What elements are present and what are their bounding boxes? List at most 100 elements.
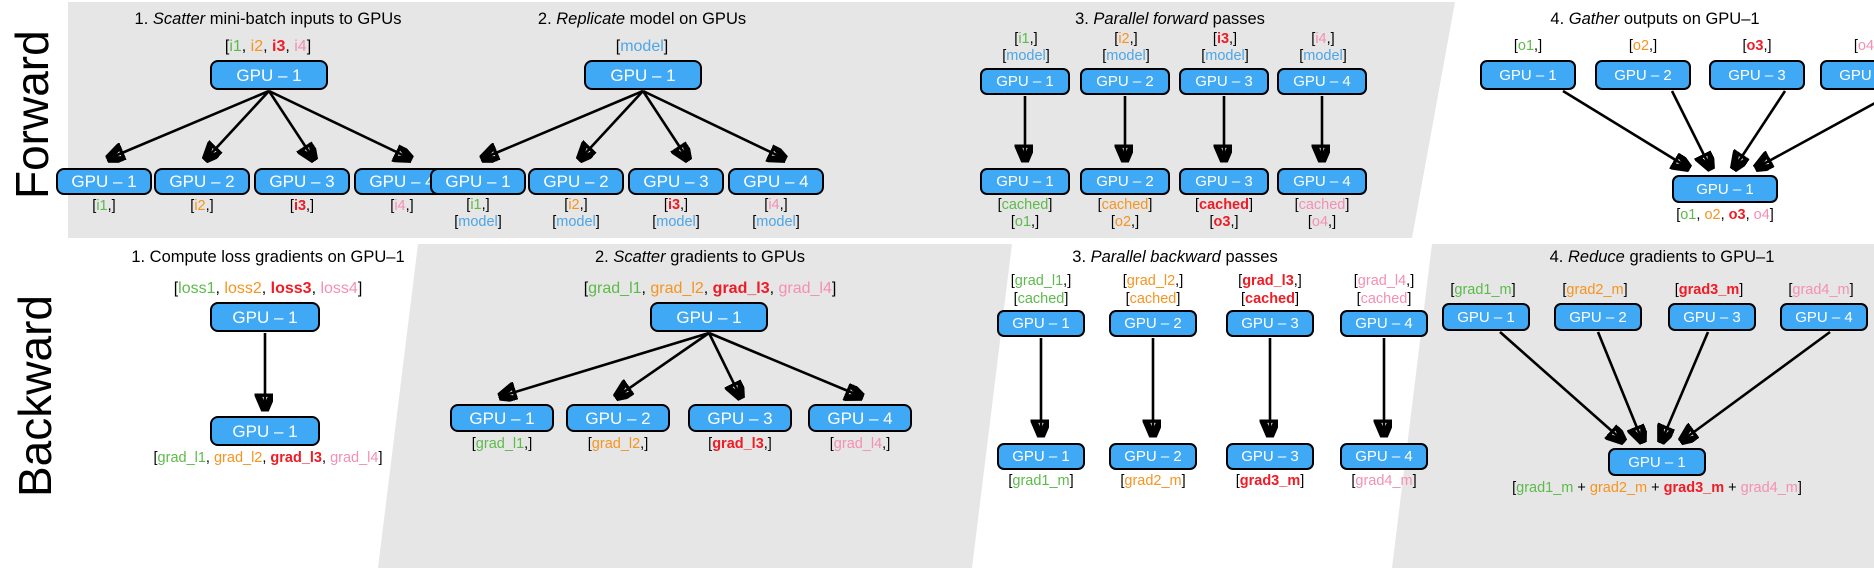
backward-p3-out-2: [grad2_m] <box>1120 473 1186 489</box>
forward-p1-source-gpu[interactable]: GPU – 1 <box>210 60 328 90</box>
forward-p4-gather-gpu[interactable]: GPU – 1 <box>1672 175 1778 203</box>
backward-p2-tag-3: [grad_l3,] <box>708 436 772 452</box>
forward-p1-gpu-2[interactable]: GPU – 2 <box>154 168 250 195</box>
forward-p3-model-2: [model] <box>1102 48 1150 64</box>
forward-p3-model-3: [model] <box>1201 48 1249 64</box>
forward-panel-3: 3. Parallel forward passes [i1,] [i2,] [… <box>980 0 1400 240</box>
backward-p3-out-3: [grad3_m] <box>1235 473 1305 489</box>
backward-p3-bot-gpu-3[interactable]: GPU – 3 <box>1226 443 1314 470</box>
forward-p3-top-gpu-3[interactable]: GPU – 3 <box>1179 68 1269 95</box>
forward-p4-gpu-4[interactable]: GPU – 4 <box>1820 60 1874 90</box>
forward-p3-top-gpu-4[interactable]: GPU – 4 <box>1277 68 1367 95</box>
backward-p3-bot-gpu-1[interactable]: GPU – 1 <box>997 443 1085 470</box>
backward-p4-gpu-2[interactable]: GPU – 2 <box>1554 303 1642 331</box>
forward-p2-model-2: [model] <box>552 214 600 230</box>
forward-p2-gpu-2[interactable]: GPU – 2 <box>528 168 624 195</box>
backward-p3-top-gpu-2[interactable]: GPU – 2 <box>1109 310 1197 337</box>
forward-p3-cached-4: [cached] <box>1294 197 1350 213</box>
forward-panel-1: 1. Scatter mini-batch inputs to GPUs [i1… <box>56 0 468 240</box>
backward-p3-top-gpu-3[interactable]: GPU – 3 <box>1226 310 1314 337</box>
backward-p3-bot-gpu-4[interactable]: GPU – 4 <box>1340 443 1428 470</box>
forward-p2-model-tag: [model] <box>615 38 669 55</box>
forward-p3-cached-2: [cached] <box>1097 197 1153 213</box>
backward-p2-gpu-2[interactable]: GPU – 2 <box>566 404 670 432</box>
forward-p3-model-4: [model] <box>1299 48 1347 64</box>
backward-p2-tag-2: [grad_l2,] <box>587 436 649 452</box>
forward-p3-in-1: [i1,] <box>1014 31 1038 47</box>
forward-p3-out-2: [o2,] <box>1110 214 1140 230</box>
forward-p3-bot-gpu-2[interactable]: GPU – 2 <box>1080 168 1170 195</box>
backward-panel-2-title: 2. Scatter gradients to GPUs <box>594 248 806 266</box>
forward-p4-gpu-3[interactable]: GPU – 3 <box>1709 60 1805 90</box>
forward-p4-gpu-1[interactable]: GPU – 1 <box>1480 60 1576 90</box>
forward-p2-model-4: [model] <box>752 214 800 230</box>
backward-p2-gpu-4[interactable]: GPU – 4 <box>808 404 912 432</box>
forward-p4-out-2: [o2,] <box>1628 38 1658 54</box>
forward-p3-bot-gpu-4[interactable]: GPU – 4 <box>1277 168 1367 195</box>
forward-p4-out-1: [o1,] <box>1513 38 1543 54</box>
forward-p2-gpu-3[interactable]: GPU – 3 <box>628 168 724 195</box>
forward-p4-out-3: [o3,] <box>1742 38 1772 54</box>
forward-panel-3-title: 3. Parallel forward passes <box>1075 10 1265 28</box>
backward-p3-grad-4: [grad_l4,] <box>1353 273 1415 289</box>
forward-p3-cached-3: [cached] <box>1194 197 1254 213</box>
backward-p4-grad-4: [grad4_m] <box>1788 282 1854 298</box>
forward-p3-out-1: [o1,] <box>1010 214 1040 230</box>
forward-p2-gpu-1[interactable]: GPU – 1 <box>430 168 526 195</box>
backward-panel-3: 3. Parallel backward passes [grad_l1,] [… <box>985 240 1428 570</box>
backward-panel-1: 1. Compute loss gradients on GPU–1 [loss… <box>68 240 468 570</box>
forward-p1-gpu-3[interactable]: GPU – 3 <box>254 168 350 195</box>
forward-p3-out-4: [o4,] <box>1307 214 1337 230</box>
backward-p4-gpu-1[interactable]: GPU – 1 <box>1442 303 1530 331</box>
backward-panel-1-title: 1. Compute loss gradients on GPU–1 <box>131 248 405 266</box>
backward-p4-reduce-gpu[interactable]: GPU – 1 <box>1608 448 1706 476</box>
forward-p2-model-1: [model] <box>454 214 502 230</box>
backward-p3-cached-3: [cached] <box>1240 291 1300 307</box>
forward-panel-2: 2. Replicate model on GPUs [model] GPU –… <box>430 0 852 240</box>
backward-p4-grad-3: [grad3_m] <box>1674 282 1744 298</box>
forward-p1-gpu-1[interactable]: GPU – 1 <box>56 168 152 195</box>
forward-p2-source-gpu[interactable]: GPU – 1 <box>584 60 702 90</box>
forward-p2-gpu-4[interactable]: GPU – 4 <box>728 168 824 195</box>
backward-p3-cached-4: [cached] <box>1356 291 1412 307</box>
forward-p4-arrows <box>1562 89 1874 240</box>
forward-p3-model-1: [model] <box>1002 48 1050 64</box>
forward-p3-in-2: [i2,] <box>1114 31 1138 47</box>
forward-p2-tag-4: [i4,] <box>764 197 788 213</box>
backward-p2-grad-list: [grad_l1, grad_l2, grad_l3, grad_l4] <box>583 280 837 297</box>
forward-panel-1-title: 1. Scatter mini-batch inputs to GPUs <box>134 10 402 28</box>
forward-p3-bot-gpu-1[interactable]: GPU – 1 <box>980 168 1070 195</box>
backward-p1-top-gpu[interactable]: GPU – 1 <box>210 302 320 332</box>
forward-p3-in-4: [i4,] <box>1311 31 1335 47</box>
forward-p3-bot-gpu-3[interactable]: GPU – 3 <box>1179 168 1269 195</box>
backward-p2-gpu-1[interactable]: GPU – 1 <box>450 404 554 432</box>
forward-panel-4-title: 4. Gather outputs on GPU–1 <box>1550 10 1760 28</box>
backward-p3-grad-3: [grad_l3,] <box>1238 273 1302 289</box>
forward-p3-cached-1: [cached] <box>997 197 1053 213</box>
forward-p3-top-gpu-2[interactable]: GPU – 2 <box>1080 68 1170 95</box>
row-label-backward: Backward <box>9 295 61 497</box>
forward-p2-tag-2: [i2,] <box>564 197 588 213</box>
forward-p4-gpu-2[interactable]: GPU – 2 <box>1595 60 1691 90</box>
backward-p4-gpu-4[interactable]: GPU – 4 <box>1780 303 1868 331</box>
backward-p4-gpu-3[interactable]: GPU – 3 <box>1668 303 1756 331</box>
backward-p3-top-gpu-4[interactable]: GPU – 4 <box>1340 310 1428 337</box>
forward-p1-tag-3: [i3,] <box>289 198 315 214</box>
backward-p3-grad-1: [grad_l1,] <box>1010 273 1072 289</box>
backward-p3-bot-gpu-2[interactable]: GPU – 2 <box>1109 443 1197 470</box>
backward-p1-loss-list: [loss1, loss2, loss3, loss4] <box>173 280 363 297</box>
backward-p2-gpu-3[interactable]: GPU – 3 <box>688 404 792 432</box>
forward-p3-top-gpu-1[interactable]: GPU – 1 <box>980 68 1070 95</box>
backward-p3-arrows <box>985 338 1425 570</box>
backward-p2-source-gpu[interactable]: GPU – 1 <box>650 302 768 332</box>
backward-p3-out-4: [grad4_m] <box>1351 473 1417 489</box>
backward-p2-tag-1: [grad_l1,] <box>471 436 533 452</box>
backward-p3-top-gpu-1[interactable]: GPU – 1 <box>997 310 1085 337</box>
backward-panel-3-title: 3. Parallel backward passes <box>1072 248 1278 266</box>
backward-p1-bot-gpu[interactable]: GPU – 1 <box>210 416 320 446</box>
row-label-forward: Forward <box>6 30 58 199</box>
backward-p2-tag-4: [grad_l4,] <box>829 436 891 452</box>
forward-p2-tag-3: [i3,] <box>663 197 689 213</box>
forward-p1-tag-4: [i4,] <box>390 198 414 214</box>
